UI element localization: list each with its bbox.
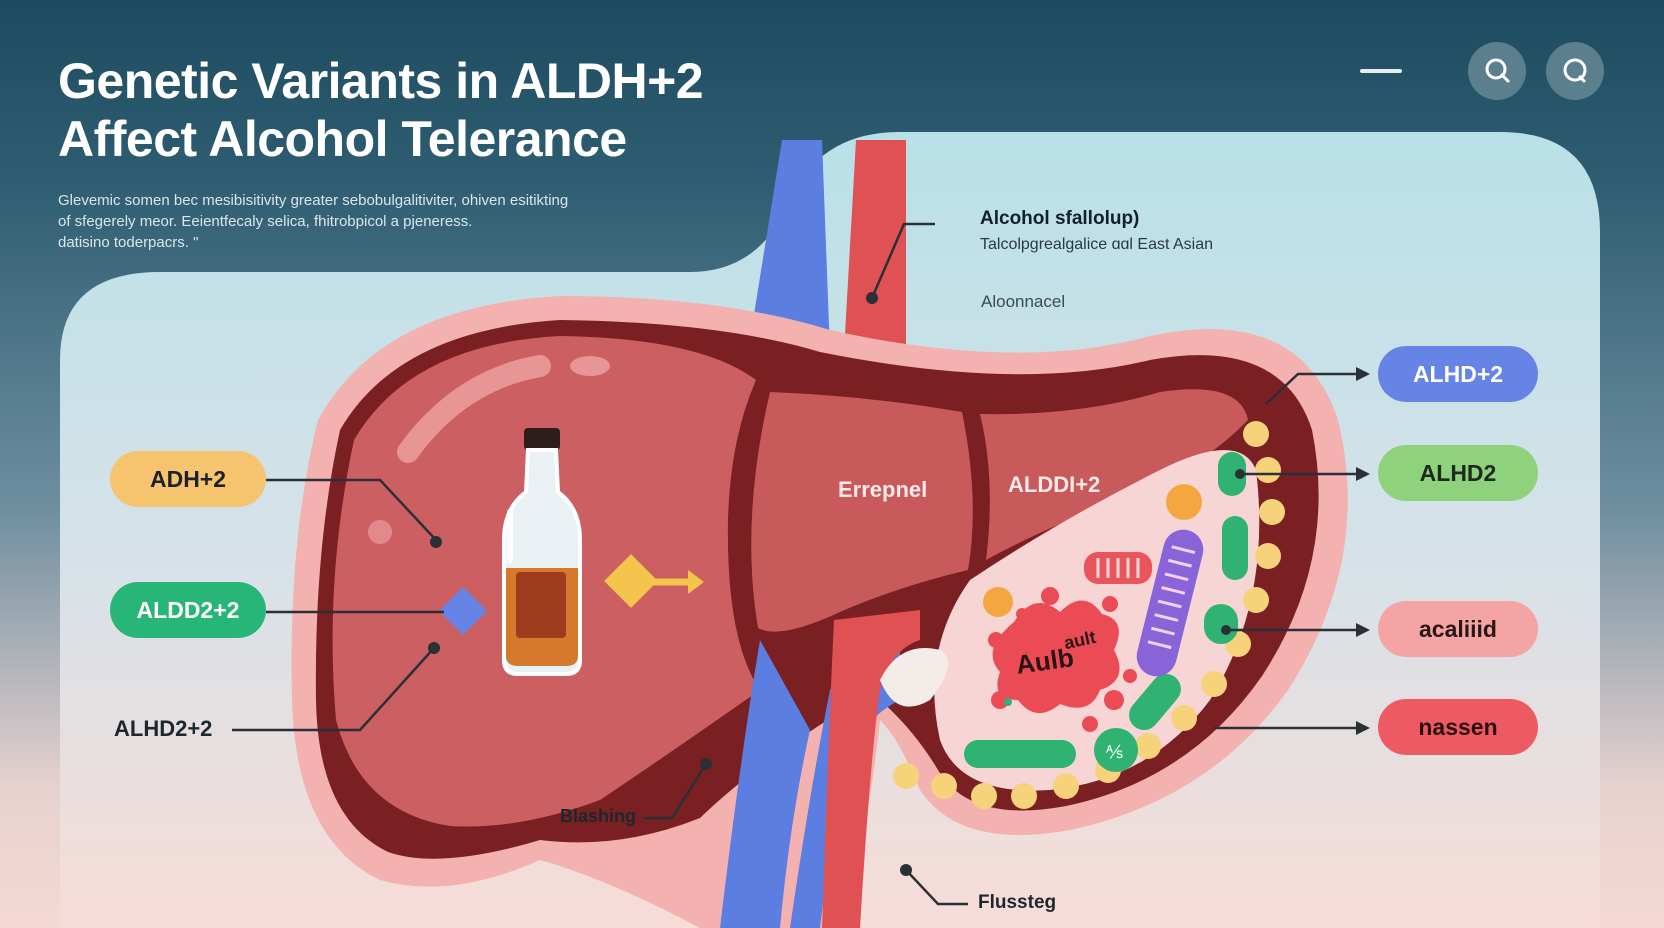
left-connectors	[232, 478, 444, 732]
search-icon	[1485, 58, 1510, 83]
label-alhd-plus[interactable]: ALHD+2	[1378, 346, 1538, 402]
right-connectors	[1214, 372, 1358, 730]
search-icon	[1563, 58, 1587, 83]
page-title: Genetic Variants in ALDH+2 Affect Alcoho…	[58, 52, 704, 168]
label-acaliiid[interactable]: acaliiid	[1378, 601, 1538, 657]
label-blashing: Blashing	[560, 806, 637, 826]
search-button-secondary[interactable]	[1546, 42, 1604, 100]
label-nassen[interactable]: nassen	[1378, 699, 1538, 755]
label-adh[interactable]: ADH+2	[110, 451, 266, 507]
red-splatter-dots	[988, 587, 1137, 732]
subtitle-line-3: datisino toderpacrs. "	[58, 234, 199, 251]
subtitle-line-1: Glevemic somen bec mesibisitivity greate…	[58, 192, 569, 209]
liver-highlight	[397, 355, 551, 463]
label-alhd[interactable]: ALHD2	[1378, 445, 1538, 501]
liver-center-lobe	[751, 392, 973, 632]
title-line-2: Affect Alcohol Telerance	[58, 111, 627, 167]
liver-right-lobe	[980, 389, 1248, 560]
page-subtitle: Glevemic somen bec mesibisitivity greate…	[58, 190, 698, 253]
vessel-red-bottom	[822, 610, 920, 928]
minimize-icon[interactable]	[1360, 69, 1402, 73]
label-right-lobe: ALDDI+2	[1008, 472, 1101, 497]
red-splash	[992, 600, 1120, 714]
search-button[interactable]	[1468, 42, 1526, 100]
callout-extra: Aloonnacel	[981, 292, 1066, 311]
blue-diamond	[438, 586, 488, 636]
subtitle-line-2: of sfegerely meor. Eeientfecaly selica, …	[58, 213, 473, 230]
label-alhd-plain: ALHD2+2	[114, 716, 213, 741]
label-flussteg: Flussteg	[978, 892, 1057, 913]
alcohol-bottle	[502, 428, 582, 676]
callout-title: Alcohol sfallolup)	[980, 208, 1140, 229]
vessel-red-top	[844, 140, 906, 352]
organelle-symbol: ⅍	[1106, 742, 1123, 762]
green-organelles	[964, 452, 1248, 772]
vessel-blue-top	[748, 140, 830, 352]
label-aldd[interactable]: ALDD2+2	[110, 582, 266, 638]
title-line-1: Genetic Variants in ALDH+2	[58, 53, 704, 109]
callout-subtitle: Talcolpgrealgalice ɑɑl East Asian	[980, 236, 1214, 253]
label-left-lobe: Errepnel	[838, 477, 928, 502]
vessel-white-band	[880, 648, 948, 707]
